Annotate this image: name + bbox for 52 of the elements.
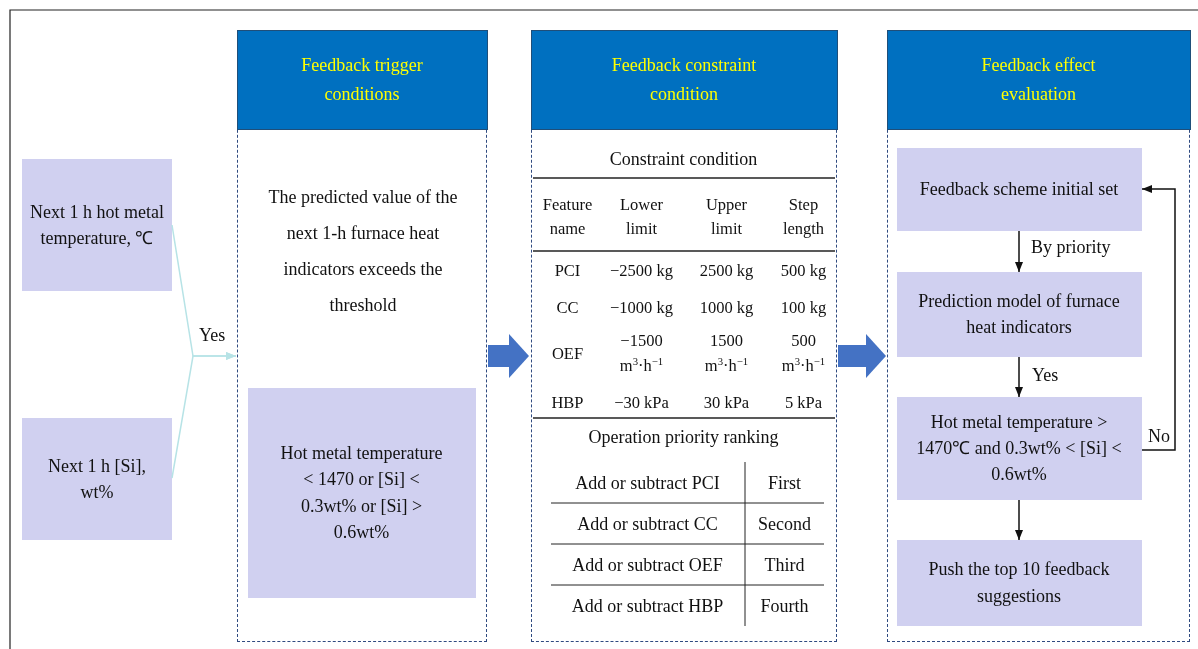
arrow xyxy=(1141,185,1176,451)
table-cell-text: HBP xyxy=(550,391,585,414)
table-cell-text: Fourth xyxy=(759,594,810,617)
process-box: Push the top 10 feedback suggestions xyxy=(896,539,1142,626)
table-cell-text: 1000 kg xyxy=(698,296,755,319)
table-cell-text: First xyxy=(767,471,802,494)
edge-label: By priority xyxy=(1029,238,1113,258)
table-cell-text: −30 kPa xyxy=(613,391,670,414)
process-box: Hot metal temperature > 1470℃ and 0.3wt% < [Si] < 0.6wt% xyxy=(896,396,1142,500)
block-arrow xyxy=(838,334,886,378)
table-cell-text: Feature name xyxy=(541,193,594,241)
table-cell-text: Step length xyxy=(781,193,826,241)
table-cell-text: Add or subtract CC xyxy=(576,512,719,535)
process-box: Next 1 h hot metal temperature, ℃ xyxy=(22,159,172,291)
arrow xyxy=(1015,230,1023,273)
condition-text: The predicted value of the next 1-h furnace heat indicators exceeds the threshold xyxy=(267,186,459,317)
panel-title: Feedback constraint condition xyxy=(610,53,758,106)
table-cell-text: Add or subtract PCI xyxy=(574,471,721,494)
table-cell-text: 100 kg xyxy=(779,296,828,319)
table-cell-text: Lower limit xyxy=(618,193,665,241)
panel-title: Feedback trigger conditions xyxy=(300,53,424,106)
table-title: Constraint condition xyxy=(608,147,759,170)
dashed-panel xyxy=(531,30,837,642)
table-cell-text: Upper limit xyxy=(704,193,749,241)
table-cell-text: 500 m$^{3}$·h$^{−1}$ xyxy=(780,329,827,378)
process-box: Feedback scheme initial set xyxy=(896,147,1142,231)
arrow xyxy=(1015,356,1023,398)
table-cell-text: PCI xyxy=(553,259,582,282)
table-cell-text: Second xyxy=(757,512,812,535)
table-cell-text: 2500 kg xyxy=(698,259,755,282)
table-cell-text: −1000 kg xyxy=(609,296,674,319)
arrow xyxy=(171,352,237,479)
arrow xyxy=(1015,499,1023,541)
table-title: Operation priority ranking xyxy=(587,425,780,449)
table-cell-text: 5 kPa xyxy=(783,391,824,414)
table-cell-text: Third xyxy=(763,553,806,576)
process-box: Prediction model of furnace heat indicators xyxy=(896,271,1142,357)
table-cell-text: OEF xyxy=(550,342,585,365)
dashed-panel xyxy=(887,30,1190,642)
process-box: Next 1 h [Si], wt% xyxy=(22,418,172,540)
table-cell-text: 500 kg xyxy=(779,259,828,282)
dashed-panel xyxy=(237,30,487,642)
table-cell-text: CC xyxy=(555,296,580,319)
block-arrow xyxy=(488,334,529,378)
table-cell-text: −2500 kg xyxy=(609,259,674,282)
table-cell-text: Add or subtract OEF xyxy=(571,553,724,576)
table-cell-text: Add or subtract HBP xyxy=(570,594,725,617)
table-cell-text: 1500 m$^{3}$·h$^{−1}$ xyxy=(703,329,750,378)
table-cell-text: 30 kPa xyxy=(702,391,751,414)
table-cell-text: −1500 m$^{3}$·h$^{−1}$ xyxy=(618,329,665,378)
process-box: Hot metal temperature < 1470 or [Si] < 0.3wt% or [Si] > 0.6wt% xyxy=(247,387,476,598)
panel-title: Feedback effect evaluation xyxy=(980,53,1097,106)
